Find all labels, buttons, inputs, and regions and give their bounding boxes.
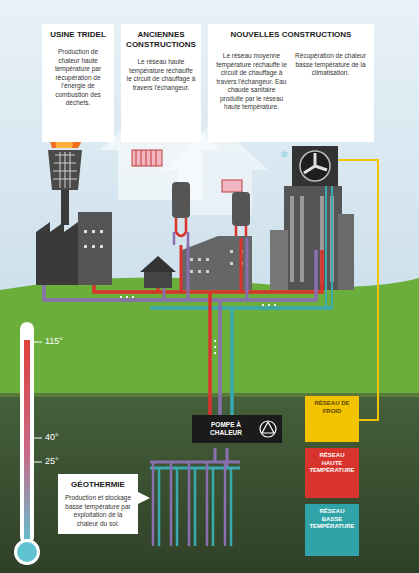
panel-body: Récupération de chaleur basse températur… [295, 52, 366, 78]
info-panel: GÉOTHERMIE Production et stockage basse t… [58, 474, 138, 534]
panel-body: Le réseau moyenne température réchauffe … [216, 52, 287, 112]
svg-text:❄: ❄ [280, 149, 288, 160]
heat-pump-box: POMPE À CHALEUR [192, 415, 282, 443]
panel-body: Production de chaleur haute température … [47, 48, 109, 108]
info-panel: ANCIENNES CONSTRUCTIONS Le réseau haute t… [121, 24, 201, 142]
panel-title: USINE TRIDEL [47, 30, 109, 40]
pump-icon [258, 419, 278, 439]
panel-body: Production et stockage basse température… [63, 494, 133, 528]
temperature-mark: 40° [45, 432, 59, 442]
panel-title: GÉOTHERMIE [63, 480, 133, 490]
text-column: Récupération de chaleur basse températur… [291, 52, 370, 78]
text-column: Le réseau moyenne température réchauffe … [212, 52, 291, 112]
panel-title: NOUVELLES CONSTRUCTIONS [213, 30, 369, 40]
legend-text: RÉSEAU BASSE TEMPÉRATURE [309, 508, 355, 531]
legend-swatch: RÉSEAU DE FROID [305, 396, 359, 442]
legend-text: RÉSEAU DE FROID [309, 400, 355, 415]
panel-title: ANCIENNES CONSTRUCTIONS [126, 30, 196, 50]
temperature-mark: 115° [45, 336, 63, 346]
info-panel: USINE TRIDEL Production de chaleur haute … [42, 24, 114, 142]
panel-body: Le réseau haute température réchauffe le… [126, 58, 196, 92]
legend-swatch: RÉSEAU HAUTE TEMPÉRATURE [305, 448, 359, 498]
legend-text: RÉSEAU HAUTE TEMPÉRATURE [309, 452, 355, 475]
box-title: POMPE À CHALEUR [198, 421, 254, 437]
temperature-mark: 25° [45, 456, 59, 466]
info-panel: NOUVELLES CONSTRUCTIONS Le réseau moyenne… [208, 24, 374, 142]
legend-swatch: RÉSEAU BASSE TEMPÉRATURE [305, 504, 359, 556]
